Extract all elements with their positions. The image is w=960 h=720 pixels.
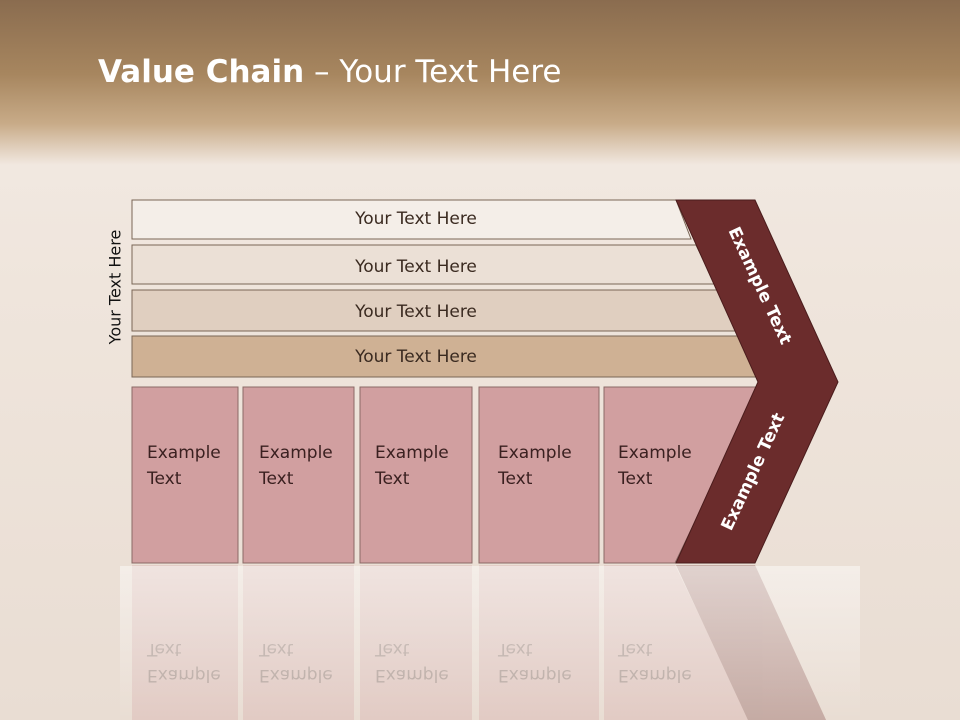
bar-2-label: Your Text Here bbox=[354, 257, 477, 277]
box-5: Example Text bbox=[603, 386, 761, 564]
box-4-line-1: Example bbox=[498, 443, 572, 463]
bar-3: Your Text Here bbox=[131, 289, 740, 332]
box-1-line-2: Text bbox=[146, 469, 182, 489]
slide-title: Value Chain – Your Text Here bbox=[98, 54, 561, 90]
box-3-line-2: Text bbox=[374, 469, 410, 489]
box-3: Example Text bbox=[359, 386, 473, 564]
bar-4-label: Your Text Here bbox=[354, 347, 477, 367]
header-band bbox=[0, 0, 960, 165]
box-4-line-2: Text bbox=[497, 469, 533, 489]
title-rest: – Your Text Here bbox=[304, 54, 562, 90]
bar-1: Your Text Here bbox=[131, 199, 692, 240]
box-1: Example Text bbox=[131, 386, 239, 564]
box-2-line-1: Example bbox=[259, 443, 333, 463]
bar-3-label: Your Text Here bbox=[354, 302, 477, 322]
bar-1-label: Your Text Here bbox=[354, 209, 477, 229]
reflection-fade bbox=[120, 566, 860, 720]
box-5-line-1: Example bbox=[618, 443, 692, 463]
bar-2: Your Text Here bbox=[131, 244, 716, 285]
bar-4: Your Text Here bbox=[131, 335, 764, 378]
title-bold: Value Chain bbox=[98, 54, 305, 90]
box-2: Example Text bbox=[242, 386, 355, 564]
box-2-line-2: Text bbox=[258, 469, 294, 489]
box-5-line-2: Text bbox=[617, 469, 653, 489]
box-3-line-1: Example bbox=[375, 443, 449, 463]
box-4: Example Text bbox=[478, 386, 600, 564]
chevron-arrow: Example Text Example Text bbox=[675, 199, 839, 564]
box-1-line-1: Example bbox=[147, 443, 221, 463]
